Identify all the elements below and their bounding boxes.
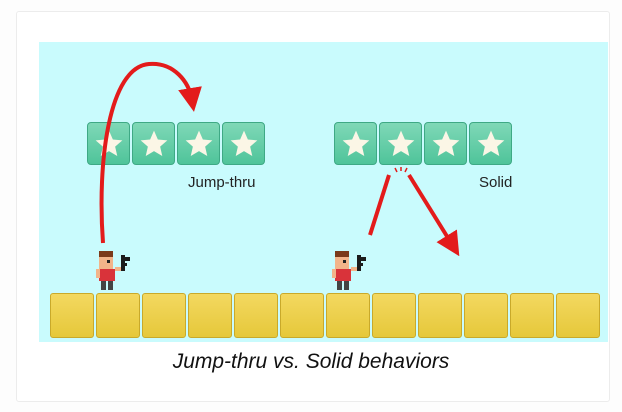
figure-caption: Jump-thru vs. Solid behaviors bbox=[172, 350, 450, 373]
star-icon bbox=[140, 130, 167, 156]
ground-block bbox=[326, 293, 370, 338]
solid-bounce-arrow bbox=[407, 173, 460, 257]
star-icon bbox=[230, 130, 257, 156]
ground-block bbox=[556, 293, 600, 338]
star-tile bbox=[222, 122, 265, 165]
ground-block bbox=[96, 293, 140, 338]
star-tile bbox=[424, 122, 467, 165]
star-tile bbox=[379, 122, 422, 165]
star-icon bbox=[342, 130, 369, 156]
ground-block bbox=[142, 293, 186, 338]
ground-block bbox=[372, 293, 416, 338]
impact-spark-icon bbox=[394, 167, 408, 173]
game-scene: Jump-thru Solid bbox=[39, 42, 608, 342]
star-icon bbox=[477, 130, 504, 156]
player-character-left bbox=[96, 251, 130, 290]
star-icon bbox=[432, 130, 459, 156]
solid-label: Solid bbox=[479, 174, 513, 191]
ground-block bbox=[188, 293, 232, 338]
ground-block bbox=[464, 293, 508, 338]
ground-block bbox=[234, 293, 278, 338]
solid-star-row bbox=[334, 122, 512, 165]
star-tile bbox=[132, 122, 175, 165]
ground-block bbox=[280, 293, 324, 338]
star-tile bbox=[334, 122, 377, 165]
ground-block bbox=[50, 293, 94, 338]
player-character-right bbox=[332, 251, 366, 290]
trajectory-arrows bbox=[99, 61, 460, 257]
star-icon bbox=[95, 130, 122, 156]
jump-thru-star-row bbox=[87, 122, 265, 165]
star-tile bbox=[469, 122, 512, 165]
solid-up-arrow bbox=[368, 174, 391, 236]
ground-block bbox=[510, 293, 554, 338]
ground-block bbox=[418, 293, 462, 338]
jump-thru-arc-arrow bbox=[99, 61, 202, 244]
star-icon bbox=[387, 130, 414, 156]
star-icon bbox=[185, 130, 212, 156]
star-tile bbox=[177, 122, 220, 165]
jump-thru-label: Jump-thru bbox=[188, 174, 256, 191]
ground-platform bbox=[50, 293, 600, 338]
